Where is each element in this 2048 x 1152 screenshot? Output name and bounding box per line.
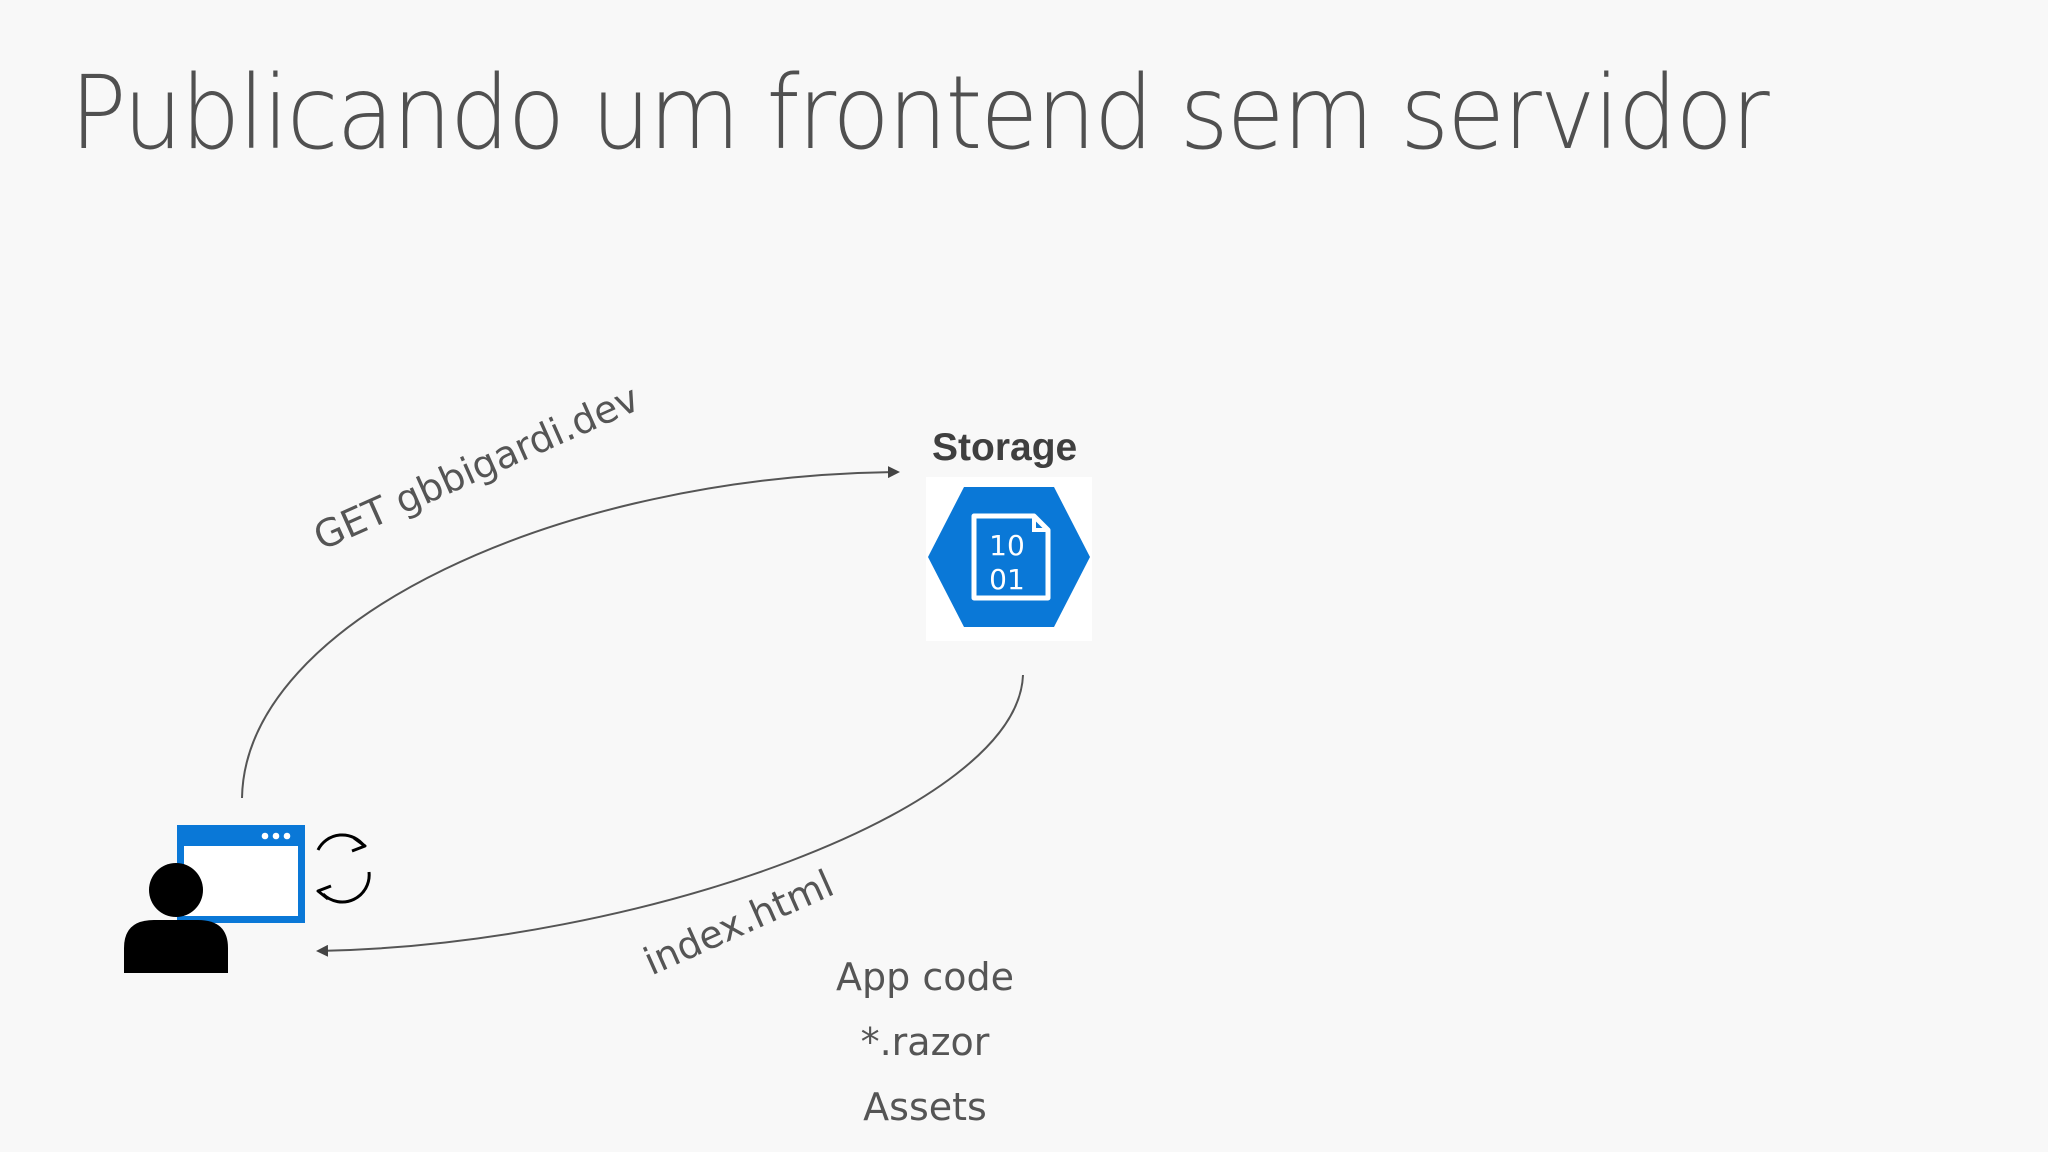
storage-icon-binary-bottom: 01 <box>989 563 1025 596</box>
file-item-razor: *.razor <box>860 1020 990 1064</box>
slide-title: Publicando um frontend sem servidor <box>70 54 1770 173</box>
file-item-assets: Assets <box>863 1085 987 1129</box>
storage-icon-binary-top: 10 <box>989 529 1025 562</box>
file-item-app-code: App code <box>836 955 1014 999</box>
azure-storage-icon: 10 01 <box>926 477 1092 641</box>
request-arrow <box>241 466 900 799</box>
file-list: App code *.razor Assets <box>800 945 1050 1140</box>
refresh-icon <box>316 833 371 904</box>
storage-label: Storage <box>932 426 1078 469</box>
user-icon <box>124 863 228 973</box>
response-arrow <box>316 674 1024 957</box>
browser-window-icon <box>177 825 305 923</box>
